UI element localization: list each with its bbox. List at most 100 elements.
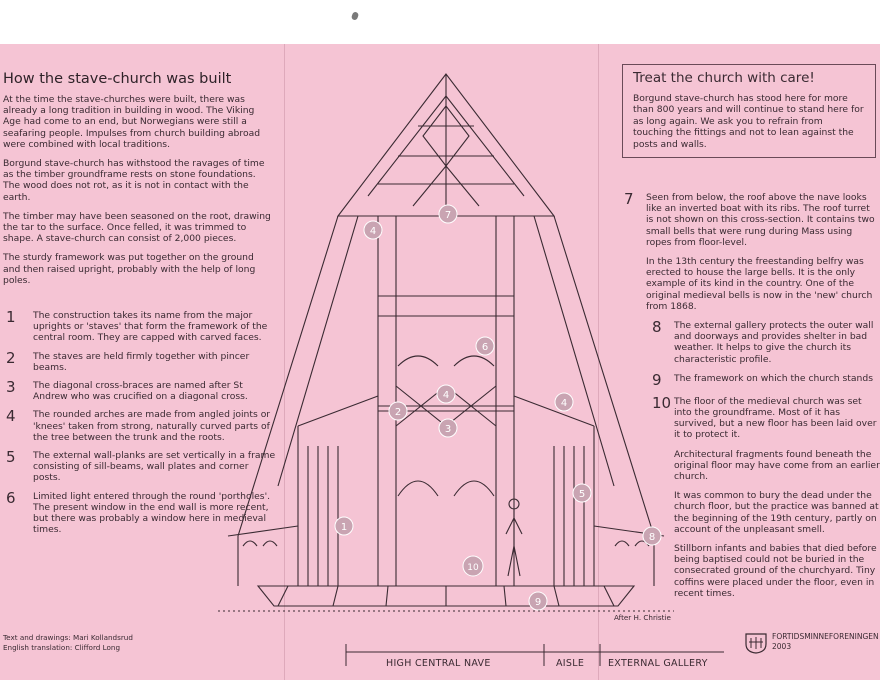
list-item: 6 Limited light entered through the roun… <box>6 488 276 536</box>
list-item: 8 The external gallery protects the oute… <box>624 320 880 365</box>
marker-label: 3 <box>445 424 451 435</box>
nave-staves <box>377 216 515 586</box>
right-column: 7 Seen from below, the roof above the na… <box>624 190 880 607</box>
list-item: 5 The external wall-planks are set verti… <box>6 450 276 484</box>
marker-10: 10 <box>462 555 484 577</box>
list-item: 3 The diagonal cross-braces are named af… <box>6 378 276 402</box>
list-item: 2 The staves are held firmly together wi… <box>6 348 276 373</box>
scale-lines <box>345 644 724 666</box>
item-number: 2 <box>6 348 16 367</box>
drawing-credit: After H. Christie <box>614 613 671 622</box>
fold-line-right <box>598 44 599 680</box>
item-text: Seen from below, the roof above the nave… <box>646 192 875 248</box>
marker-6: 6 <box>475 336 495 356</box>
item-text: The framework on which the church stands <box>674 372 873 384</box>
care-text: Borgund stave-church has stood here for … <box>633 93 864 150</box>
marker-label: 2 <box>395 407 401 418</box>
item-number: 4 <box>6 407 16 426</box>
extra-paragraph: Stillborn infants and babies that died b… <box>674 543 877 599</box>
publisher-year: 2003 <box>772 642 792 651</box>
ink-mark <box>350 11 360 21</box>
section-scale-bar: HIGH CENTRAL NAVE AISLE EXTERNAL GALLERY <box>340 640 730 680</box>
item-number: 3 <box>6 378 16 397</box>
marker-9: 9 <box>528 591 548 611</box>
publisher-name: FORTIDSMINNEFORENINGEN <box>772 632 879 641</box>
roof-rafters <box>367 95 525 197</box>
external-gallery <box>227 525 665 586</box>
item-number: 8 <box>652 318 662 337</box>
number-markers: 1 2 3 4 4 4 5 6 7 8 9 10 <box>334 204 662 611</box>
item-text: Limited light entered through the round … <box>33 490 271 536</box>
marker-label: 9 <box>535 597 541 608</box>
extra-paragraph: It was common to bury the dead under the… <box>674 490 879 535</box>
church-cross-section-drawing: 1 2 3 4 4 4 5 6 7 8 9 10 <box>218 73 674 612</box>
leaflet-page <box>0 44 880 680</box>
marker-4c: 4 <box>554 392 574 412</box>
marker-8: 8 <box>642 526 662 546</box>
marker-label: 5 <box>579 489 585 500</box>
item-number: 10 <box>652 393 672 412</box>
gallery-arches <box>242 540 650 547</box>
marker-label: 6 <box>482 342 488 353</box>
item-text: The floor of the medieval church was set… <box>674 395 877 441</box>
scale-label-gallery: EXTERNAL GALLERY <box>608 658 708 669</box>
item-text: The external gallery protects the outer … <box>674 320 874 365</box>
wall-planks <box>307 446 585 586</box>
intro-paragraph: Borgund stave-church has withstood the r… <box>3 158 265 203</box>
list-item: 9 The framework on which the church stan… <box>624 370 880 389</box>
marker-1: 1 <box>334 516 354 536</box>
care-notice-box: Treat the church with care! Borgund stav… <box>622 64 876 158</box>
rounded-arches <box>397 355 495 497</box>
item-text: The rounded arches are made from angled … <box>33 409 271 443</box>
marker-4b: 4 <box>363 220 383 240</box>
aisle-roof-inner <box>277 215 615 487</box>
marker-3: 3 <box>438 418 458 438</box>
list-item: 1 The construction takes its name from t… <box>6 310 276 344</box>
marker-label: 7 <box>445 210 451 221</box>
floor-groundframe <box>256 585 636 607</box>
floor-boards <box>277 585 615 607</box>
item-text: The external wall-planks are set vertica… <box>33 450 276 484</box>
roof-braces <box>412 105 480 207</box>
marker-label: 4 <box>443 390 449 401</box>
intro-paragraph: At the time the stave-churches were buil… <box>3 94 261 150</box>
extra-paragraph: Architectural fragments found beneath th… <box>674 448 880 483</box>
intro-paragraph: The sturdy framework was put together on… <box>3 252 256 286</box>
pincer-beams <box>378 295 514 317</box>
marker-7: 7 <box>438 204 458 224</box>
marker-4: 4 <box>436 384 456 404</box>
list-item: 7 Seen from below, the roof above the na… <box>624 190 880 248</box>
item-extra-text: In the 13th century the freestanding bel… <box>646 256 873 312</box>
marker-label: 10 <box>467 563 479 573</box>
human-figure-body <box>505 509 523 577</box>
item-text: The staves are held firmly together with… <box>33 350 250 373</box>
marker-5: 5 <box>572 483 592 503</box>
marker-2: 2 <box>388 401 408 421</box>
credit-translation: English translation: Clifford Long <box>3 643 121 652</box>
care-title: Treat the church with care! <box>633 70 815 86</box>
marker-label: 4 <box>561 398 567 409</box>
scale-label-aisle: AISLE <box>556 658 585 669</box>
left-column: How the stave-church was built At the ti… <box>3 70 271 294</box>
credit-text: Text and drawings: Mari Kollandsrud <box>3 633 133 642</box>
item-number: 5 <box>6 448 16 467</box>
item-number: 1 <box>6 308 16 326</box>
item-number: 6 <box>6 488 16 507</box>
credits: Text and drawings: Mari Kollandsrud Engl… <box>3 633 133 653</box>
marker-label: 4 <box>370 226 376 237</box>
marker-label: 1 <box>341 522 347 533</box>
publisher-logo: FORTIDSMINNEFORENINGEN 2003 <box>744 632 880 656</box>
item-text: The construction takes its name from the… <box>33 310 268 344</box>
marker-label: 8 <box>649 532 655 543</box>
numbered-list-left: 1 The construction takes its name from t… <box>6 310 276 542</box>
aisle-walls <box>297 395 595 586</box>
item-number: 7 <box>624 190 634 208</box>
crest-icon <box>745 633 767 654</box>
aisle-roof-lines <box>237 215 655 537</box>
fold-line-left <box>284 44 285 680</box>
list-item: 10 The floor of the medieval church was … <box>624 393 880 441</box>
item-number: 9 <box>652 370 662 389</box>
scale-label-nave: HIGH CENTRAL NAVE <box>386 658 491 669</box>
section-heading: How the stave-church was built <box>3 71 232 87</box>
list-item: 4 The rounded arches are made from angle… <box>6 409 276 443</box>
